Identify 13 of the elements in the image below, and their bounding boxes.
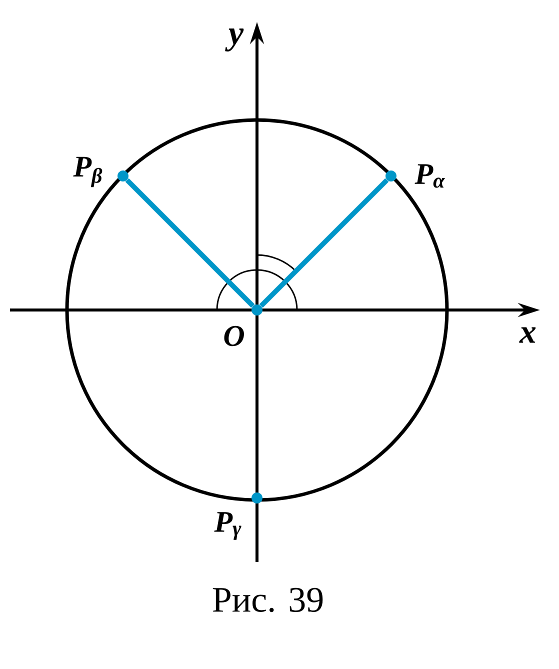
axis-label: x — [519, 327, 536, 343]
point-dot — [252, 304, 262, 316]
point-dot — [386, 170, 396, 182]
point-dot — [118, 170, 128, 182]
point-label: P$_{γ}$ — [214, 512, 242, 540]
axis-label: y — [225, 28, 244, 52]
point-dot — [252, 492, 262, 504]
point-label: P$_{α}$ — [414, 164, 445, 188]
caption: Рис. 39 — [212, 588, 323, 612]
point-label: P$_{β}$ — [73, 156, 102, 188]
segment — [259, 178, 389, 308]
segment — [125, 178, 255, 308]
point-label: O — [224, 326, 244, 346]
